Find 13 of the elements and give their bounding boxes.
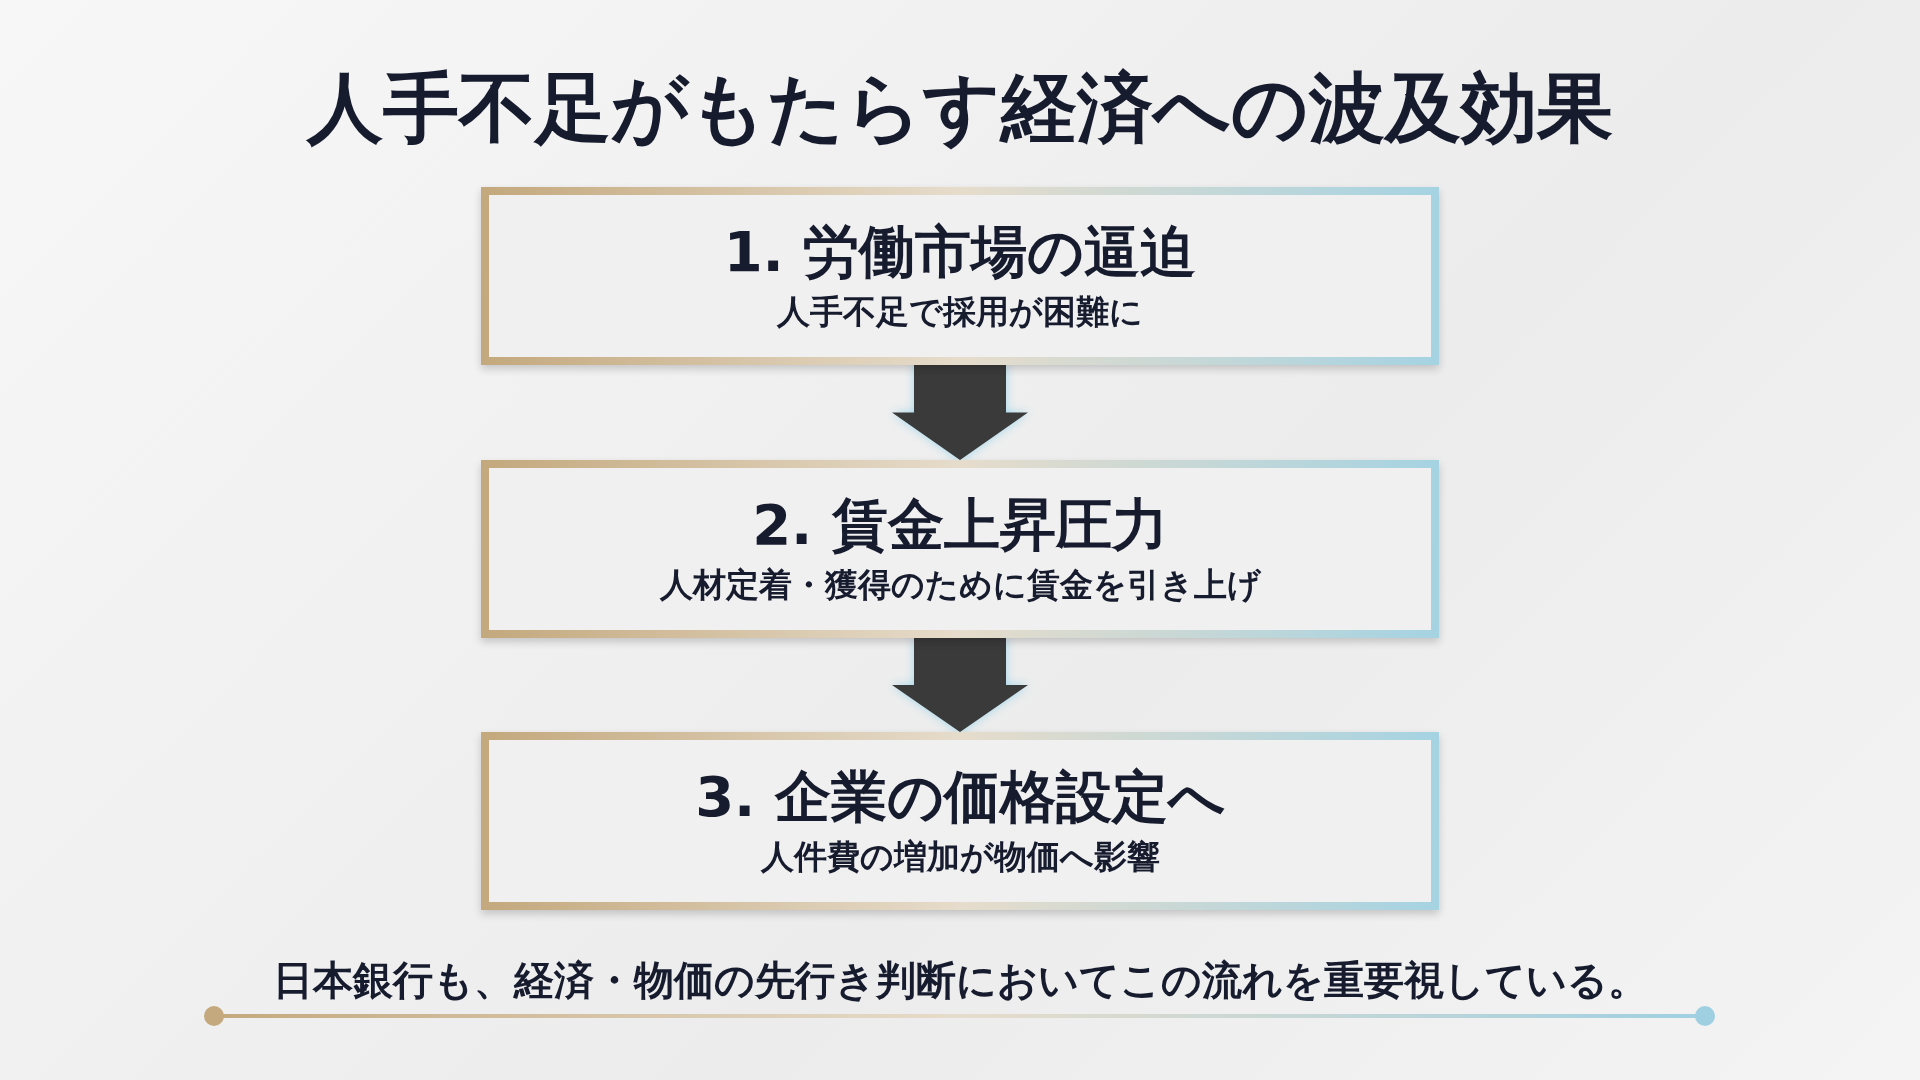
process-box <box>481 460 1439 638</box>
process-box <box>481 187 1439 365</box>
step-description: 人材定着・獲得のために賃金を引き上げ <box>659 564 1261 606</box>
down-arrow <box>892 638 1028 732</box>
step-heading: 1. 労働市場の逼迫 <box>723 218 1197 286</box>
step-heading: 2. 賃金上昇圧力 <box>752 491 1168 559</box>
step-heading: 3. 企業の価格設定へ <box>695 763 1225 831</box>
note-text: 日本銀行も、経済・物価の先行き判断においてこの流れを重要視している。 <box>271 956 1649 1005</box>
step-description: 人件費の増加が物価へ影響 <box>760 836 1160 878</box>
process-box <box>481 732 1439 910</box>
step-description: 人手不足で採用が困難に <box>777 291 1143 333</box>
down-arrow <box>892 365 1028 460</box>
title: 人手不足がもたらす経済への波及効果 <box>305 62 1614 154</box>
